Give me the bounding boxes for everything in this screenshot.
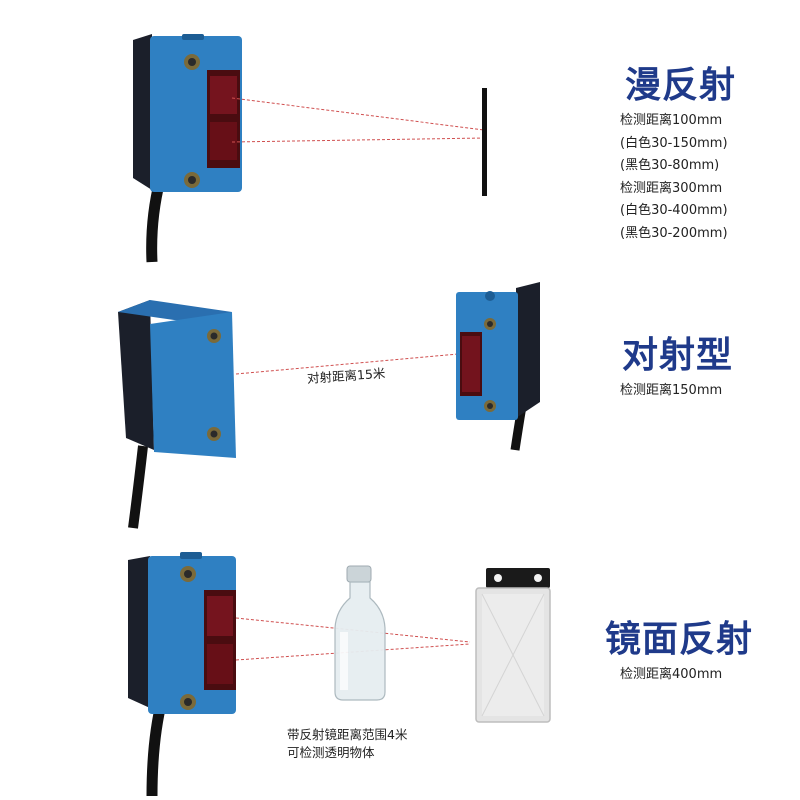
diffuse-title: 漫反射 bbox=[625, 65, 737, 106]
retro-reflective-illustration bbox=[128, 552, 551, 797]
through-beam-specs: 检测距离150mm bbox=[620, 380, 722, 403]
caption-line: 可检测透明物体 bbox=[287, 745, 375, 760]
diffuse-illustration bbox=[133, 34, 487, 263]
spec-line: 检测距离150mm bbox=[620, 383, 723, 398]
sensor-side-panel bbox=[128, 556, 150, 708]
diffuse-section: 漫反射 检测距离100mm (白色30-150mm) (黑色30-80mm) 检… bbox=[0, 0, 800, 270]
sensor-side-panel bbox=[133, 34, 152, 190]
spec-line: 检测距离400mm bbox=[620, 667, 723, 682]
emitter-side-panel bbox=[118, 300, 154, 450]
retro-reflective-section: 带反射镜距离范围4米 可检测透明物体 镜面反射 检测距离400mm bbox=[0, 540, 800, 800]
through-beam-line bbox=[235, 353, 459, 375]
reflector-plate bbox=[475, 568, 551, 723]
beam-return bbox=[231, 137, 485, 143]
spec-line: (白色30-400mm) bbox=[620, 203, 728, 218]
receiver-side-panel bbox=[516, 282, 540, 418]
spec-line: (黑色30-80mm) bbox=[620, 158, 720, 173]
retro-reflective-specs: 检测距离400mm bbox=[620, 664, 722, 687]
emitter-body bbox=[150, 312, 236, 458]
caption-line: 带反射镜距离范围4米 bbox=[287, 727, 408, 742]
retro-reflective-title: 镜面反射 bbox=[605, 619, 754, 660]
beam-emit bbox=[231, 97, 485, 131]
through-beam-title: 对射型 bbox=[622, 335, 734, 376]
spec-line: 检测距离100mm bbox=[620, 113, 723, 128]
through-beam-section: 对射距离15米 对射型 检测距离150mm bbox=[0, 270, 800, 540]
spec-line: (黑色30-200mm) bbox=[620, 225, 728, 241]
retro-caption: 带反射镜距离范围4米 可检测透明物体 bbox=[287, 726, 407, 762]
through-beam-illustration bbox=[118, 282, 540, 529]
sensor-cable bbox=[146, 698, 168, 797]
spec-line: 检测距离300mm bbox=[620, 180, 723, 196]
target-plate bbox=[482, 88, 487, 196]
sensor-cable bbox=[146, 178, 166, 263]
diffuse-specs: 检测距离100mm (白色30-150mm) (黑色30-80mm) 检测距离3… bbox=[620, 110, 728, 245]
glass-bottle bbox=[334, 565, 386, 701]
emitter-cable bbox=[128, 445, 148, 529]
spec-line: (白色30-150mm) bbox=[620, 135, 728, 151]
